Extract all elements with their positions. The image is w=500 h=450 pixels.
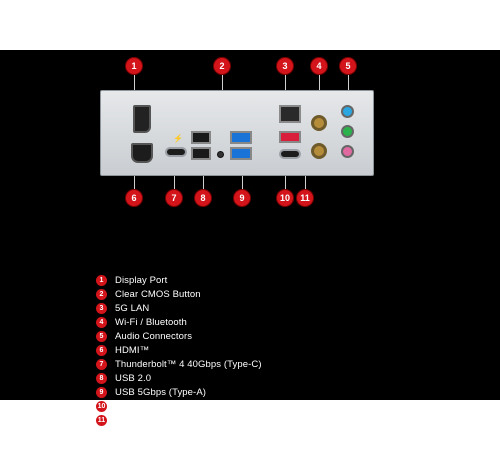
legend-badge: 3: [96, 302, 107, 314]
legend-label: USB 2.0: [115, 372, 152, 384]
callout-badge-8: 8: [195, 190, 211, 206]
usb5-typea-port-top: [230, 131, 252, 144]
callout-badge-10: 10: [277, 190, 293, 206]
displayport-port: [133, 105, 151, 133]
wifi-antenna-connector-top: [311, 115, 327, 131]
legend-item: 11 USB 10Gbps (Type-A): [96, 413, 262, 427]
legend-badge: 7: [96, 358, 107, 370]
legend-item: 8 USB 2.0: [96, 371, 262, 385]
legend-item: 5 Audio Connectors: [96, 329, 262, 343]
legend-item: 6 HDMI™: [96, 343, 262, 357]
audio-line-in-jack: [341, 105, 354, 118]
legend-badge: 11: [96, 414, 107, 426]
usb5-typec-port: [279, 149, 301, 159]
legend-item: 2 Clear CMOS Button: [96, 287, 262, 301]
callout-line-7: [174, 170, 175, 190]
callout-line-9: [242, 170, 243, 190]
legend-list: 1 Display Port 2 Clear CMOS Button 3 5G LAN…: [96, 273, 262, 427]
legend-label: HDMI™: [115, 344, 150, 356]
wifi-antenna-connector-bottom: [311, 143, 327, 159]
legend-badge: 1: [96, 274, 107, 286]
callout-badge-5: 5: [340, 58, 356, 74]
legend-label: Thunderbolt™ 4 40Gbps (Type-C): [115, 358, 262, 370]
legend-label: USB 5Gbps (Type-C): [115, 400, 207, 412]
legend-label: 5G LAN: [115, 302, 150, 314]
legend-badge: 10: [96, 400, 107, 412]
legend-item: 4 Wi-Fi / Bluetooth: [96, 315, 262, 329]
callout-line-8: [203, 170, 204, 190]
legend-item: 10 USB 5Gbps (Type-C): [96, 399, 262, 413]
usb5-typea-port-bottom: [230, 147, 252, 160]
clear-cmos-button: [217, 151, 224, 158]
legend-item: 1 Display Port: [96, 273, 262, 287]
callout-badge-3: 3: [277, 58, 293, 74]
legend-badge: 6: [96, 344, 107, 356]
callout-badge-7: 7: [166, 190, 182, 206]
legend-badge: 4: [96, 316, 107, 328]
lan-port: [279, 105, 301, 123]
legend-label: Display Port: [115, 274, 168, 286]
legend-badge: 2: [96, 288, 107, 300]
legend-item: 7 Thunderbolt™ 4 40Gbps (Type-C): [96, 357, 262, 371]
callout-badge-9: 9: [234, 190, 250, 206]
usb2-port-bottom: [191, 147, 211, 160]
usb2-port-top: [191, 131, 211, 144]
callout-line-10: [285, 170, 286, 190]
io-shield: ⚡: [100, 90, 374, 176]
callout-badge-4: 4: [311, 58, 327, 74]
callout-badge-2: 2: [214, 58, 230, 74]
legend-label: Clear CMOS Button: [115, 288, 201, 300]
audio-line-out-jack: [341, 125, 354, 138]
legend-badge: 9: [96, 386, 107, 398]
callout-badge-6: 6: [126, 190, 142, 206]
audio-mic-jack: [341, 145, 354, 158]
legend-label: Wi-Fi / Bluetooth: [115, 316, 187, 328]
legend-label: USB 5Gbps (Type-A): [115, 386, 207, 398]
callout-line-11: [305, 170, 306, 190]
usb10-typea-port: [279, 131, 301, 143]
legend-badge: 8: [96, 372, 107, 384]
thunderbolt-icon: ⚡: [173, 134, 183, 143]
thunderbolt-usbc-port: [165, 147, 187, 157]
hdmi-port: [131, 143, 153, 163]
callout-badge-11: 11: [297, 190, 313, 206]
legend-badge: 5: [96, 330, 107, 342]
legend-label: Audio Connectors: [115, 330, 193, 342]
legend-item: 3 5G LAN: [96, 301, 262, 315]
legend-label: USB 10Gbps (Type-A): [115, 414, 212, 426]
callout-badge-1: 1: [126, 58, 142, 74]
legend-item: 9 USB 5Gbps (Type-A): [96, 385, 262, 399]
callout-line-6: [134, 170, 135, 190]
